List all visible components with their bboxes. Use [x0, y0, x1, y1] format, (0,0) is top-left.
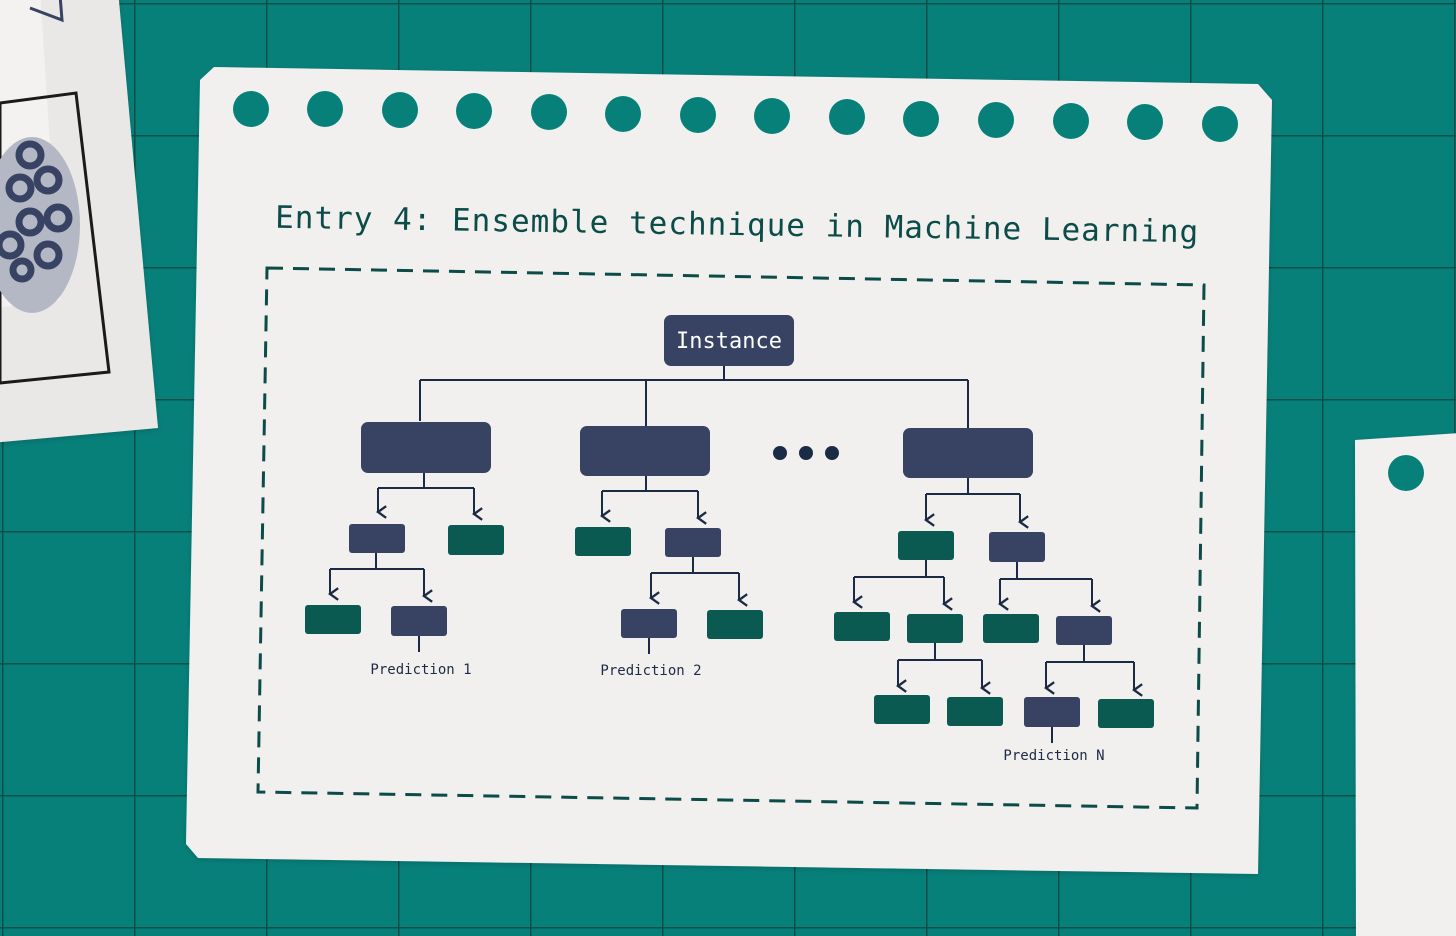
- tree-node: [707, 610, 763, 639]
- tree-node: [898, 531, 954, 560]
- background-paper-left: [0, 0, 158, 443]
- tree-node: [580, 426, 710, 476]
- root-node-label: Instance: [676, 329, 782, 354]
- ellipsis-dots: [773, 446, 839, 460]
- tree-node-prediction-leaf: [621, 609, 677, 638]
- tree-node: [989, 532, 1045, 562]
- tree-node: [665, 528, 721, 557]
- background-paper-right: [1355, 433, 1456, 936]
- tree-node: [983, 614, 1039, 643]
- prediction-1-label: Prediction 1: [370, 662, 471, 678]
- tree-node-prediction-leaf: [1024, 697, 1080, 727]
- tree-node: [903, 428, 1033, 478]
- tree-node: [1056, 616, 1112, 645]
- tree-node: [834, 612, 890, 641]
- notebook-paper: [186, 67, 1272, 874]
- root-node: Instance: [664, 315, 794, 366]
- tree-node: [947, 697, 1003, 726]
- tree-node: [305, 605, 361, 634]
- tree-node: [349, 524, 405, 553]
- tree-2: [575, 426, 763, 639]
- prediction-n-label: Prediction N: [1003, 748, 1104, 764]
- tree-node: [1098, 699, 1154, 728]
- tree-node-prediction-leaf: [391, 606, 447, 636]
- connectors: [327, 366, 1143, 743]
- tree-node: [575, 527, 631, 556]
- prediction-2-label: Prediction 2: [600, 663, 701, 679]
- tree-1: [305, 422, 504, 636]
- tree-node: [361, 422, 491, 473]
- tree-node: [907, 614, 963, 643]
- punch-holes: [233, 91, 1238, 142]
- tree-n: [834, 428, 1154, 728]
- tree-node: [448, 525, 504, 555]
- dashed-border: [256, 266, 1206, 810]
- punch-hole-right-paper: [1388, 455, 1424, 491]
- tree-node: [874, 695, 930, 724]
